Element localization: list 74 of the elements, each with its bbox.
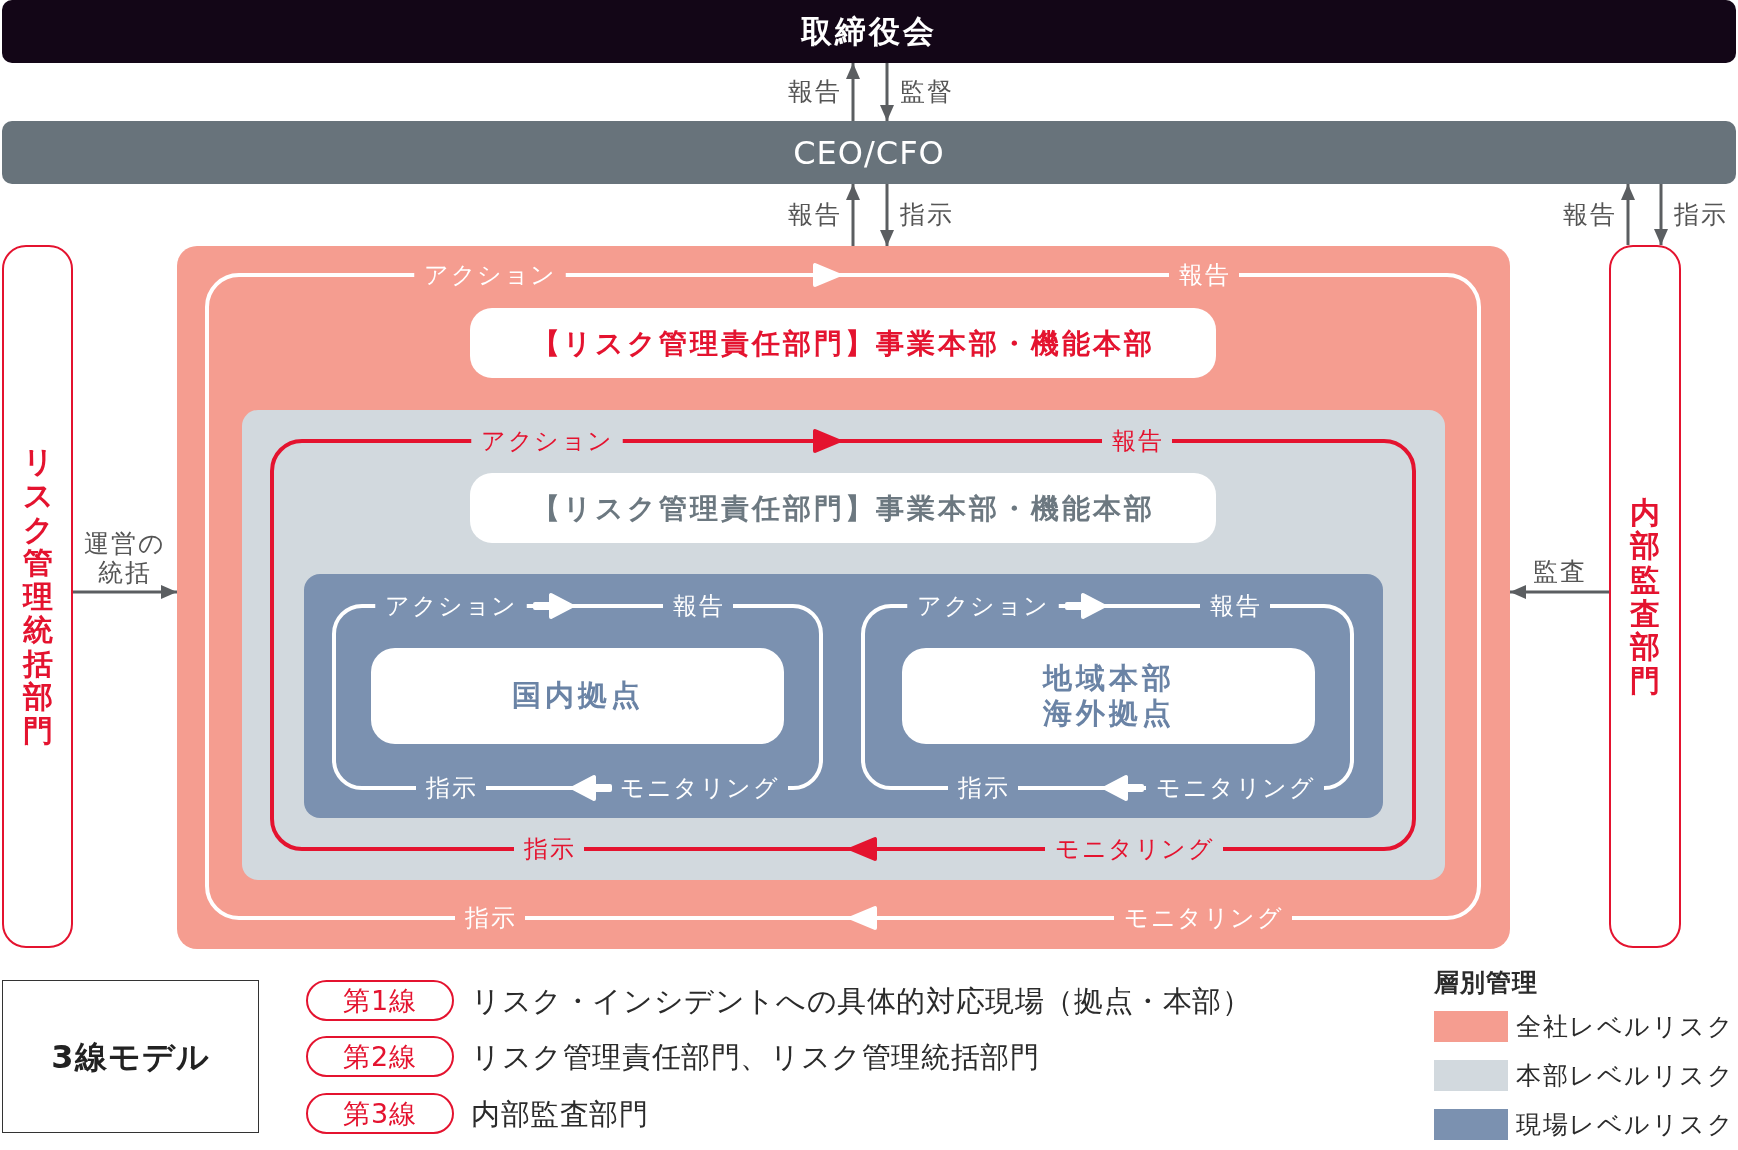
process-box [371, 648, 784, 744]
header-bar [2, 121, 1736, 184]
arrow [620, 429, 1104, 453]
arrow [1056, 593, 1202, 619]
arrow [1621, 184, 1635, 245]
process-box [902, 648, 1315, 744]
node-label: 第3線 [342, 1096, 418, 1131]
node-label: 地域本部海外拠点 [1041, 660, 1176, 732]
edge-label: 運営の統括 [83, 529, 167, 587]
loop-label: アクション [375, 591, 527, 621]
legend-label: 現場レベルリスク [1516, 1108, 1734, 1141]
process-box [470, 473, 1216, 543]
loop-label: アクション [907, 591, 1059, 621]
side-panel [1609, 245, 1681, 948]
arrow [582, 837, 1047, 861]
arrow [880, 63, 894, 121]
edge-label: 監督 [900, 76, 954, 108]
title-box [2, 980, 259, 1133]
header-bar [2, 0, 1736, 63]
description-text: リスク管理責任部門、リスク管理統括部門 [471, 1038, 1040, 1075]
legend-title: 層別管理 [1434, 967, 1538, 999]
edge-label: 監査 [1532, 558, 1587, 587]
arrow [484, 775, 612, 801]
tag-badge [306, 980, 454, 1021]
node-label: 3線モデル [51, 1036, 210, 1077]
arrow [523, 906, 1116, 930]
description-text: リスク・インシデントへの具体的対応現場（拠点・本部） [471, 982, 1252, 1019]
zone-panel [304, 574, 1383, 818]
loop-label: モニタリング [1146, 773, 1324, 803]
zone-panel [242, 410, 1445, 880]
loop-label: 指示 [948, 773, 1018, 803]
vertical-label: リスク管理統括部門 [22, 445, 53, 748]
node-label: 【リスク管理責任部門】事業本部・機能本部 [531, 490, 1155, 526]
legend-label: 全社レベルリスク [1516, 1010, 1734, 1043]
arrow [524, 593, 665, 619]
node-label: 国内拠点 [511, 678, 644, 714]
loop-label: 指示 [455, 903, 525, 933]
loop-label: モニタリング [1045, 834, 1223, 864]
node-label: 第1線 [342, 983, 418, 1018]
arrow [1510, 585, 1609, 599]
description-text: 内部監査部門 [471, 1095, 649, 1132]
edge-label: 報告 [788, 199, 842, 231]
edge-label: 報告 [788, 76, 842, 108]
edge-label: 指示 [1674, 198, 1728, 231]
zone-panel [177, 246, 1510, 949]
loop-label: 報告 [663, 591, 733, 621]
tag-badge [306, 1036, 454, 1077]
arrow [1016, 775, 1148, 801]
loop-label: 報告 [1169, 260, 1239, 290]
tag-badge [306, 1093, 454, 1134]
loop-label: 指示 [416, 773, 486, 803]
loop-label: モニタリング [610, 773, 788, 803]
loop-label: 報告 [1200, 591, 1270, 621]
edge-label: 指示 [900, 199, 954, 231]
arrow [1654, 184, 1668, 245]
loop-label: アクション [414, 260, 566, 290]
node-label: 取締役会 [801, 12, 937, 51]
arrow [846, 63, 860, 121]
edge-label: 報告 [1563, 198, 1617, 231]
vertical-label: 内部監査部門 [1630, 495, 1660, 698]
loop-label: アクション [471, 426, 623, 456]
process-box [470, 308, 1216, 378]
side-panel [2, 245, 73, 948]
loop-label: 指示 [514, 834, 584, 864]
loop-label: 報告 [1102, 426, 1172, 456]
node-label: 【リスク管理責任部門】事業本部・機能本部 [531, 325, 1155, 361]
arrow [563, 263, 1171, 287]
arrow [846, 184, 860, 246]
loop-label: モニタリング [1114, 903, 1292, 933]
node-label: CEO/CFO [793, 132, 945, 173]
arrow [73, 585, 177, 599]
arrow [880, 184, 894, 246]
node-label: 第2線 [342, 1039, 418, 1074]
legend-label: 本部レベルリスク [1516, 1059, 1734, 1092]
